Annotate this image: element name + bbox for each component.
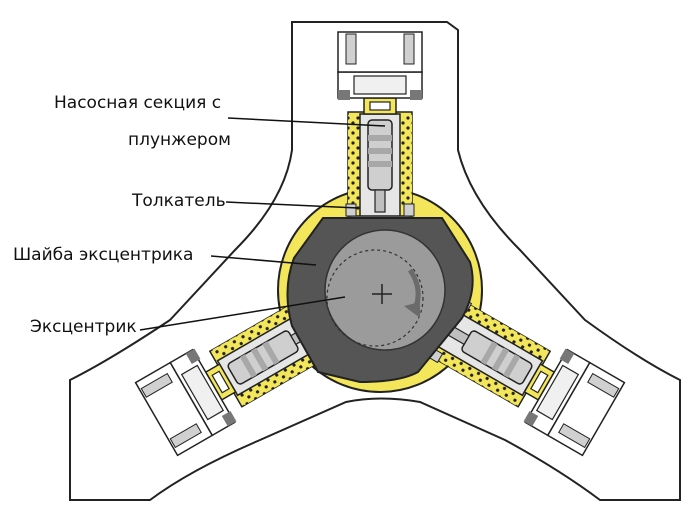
- label-eccentric-washer: Шайба эксцентрика: [13, 245, 194, 265]
- eccentric: [324, 229, 446, 351]
- label-pusher: Толкатель: [132, 191, 226, 211]
- leader-pusher: [225, 201, 359, 209]
- label-pump-section-line1: Насосная секция с: [54, 93, 222, 113]
- crosshair-icon: [372, 284, 392, 304]
- eccentric-dashed-circle: [326, 249, 424, 347]
- leader-pump-section: [227, 117, 386, 127]
- leader-washer: [210, 255, 317, 266]
- leader-eccentric: [139, 296, 346, 331]
- pump-section-top: [337, 31, 423, 235]
- label-eccentric: Эксцентрик: [30, 317, 137, 337]
- label-pump-section-line2: плунжером: [128, 130, 231, 150]
- rotation-arrow-icon: [404, 268, 421, 318]
